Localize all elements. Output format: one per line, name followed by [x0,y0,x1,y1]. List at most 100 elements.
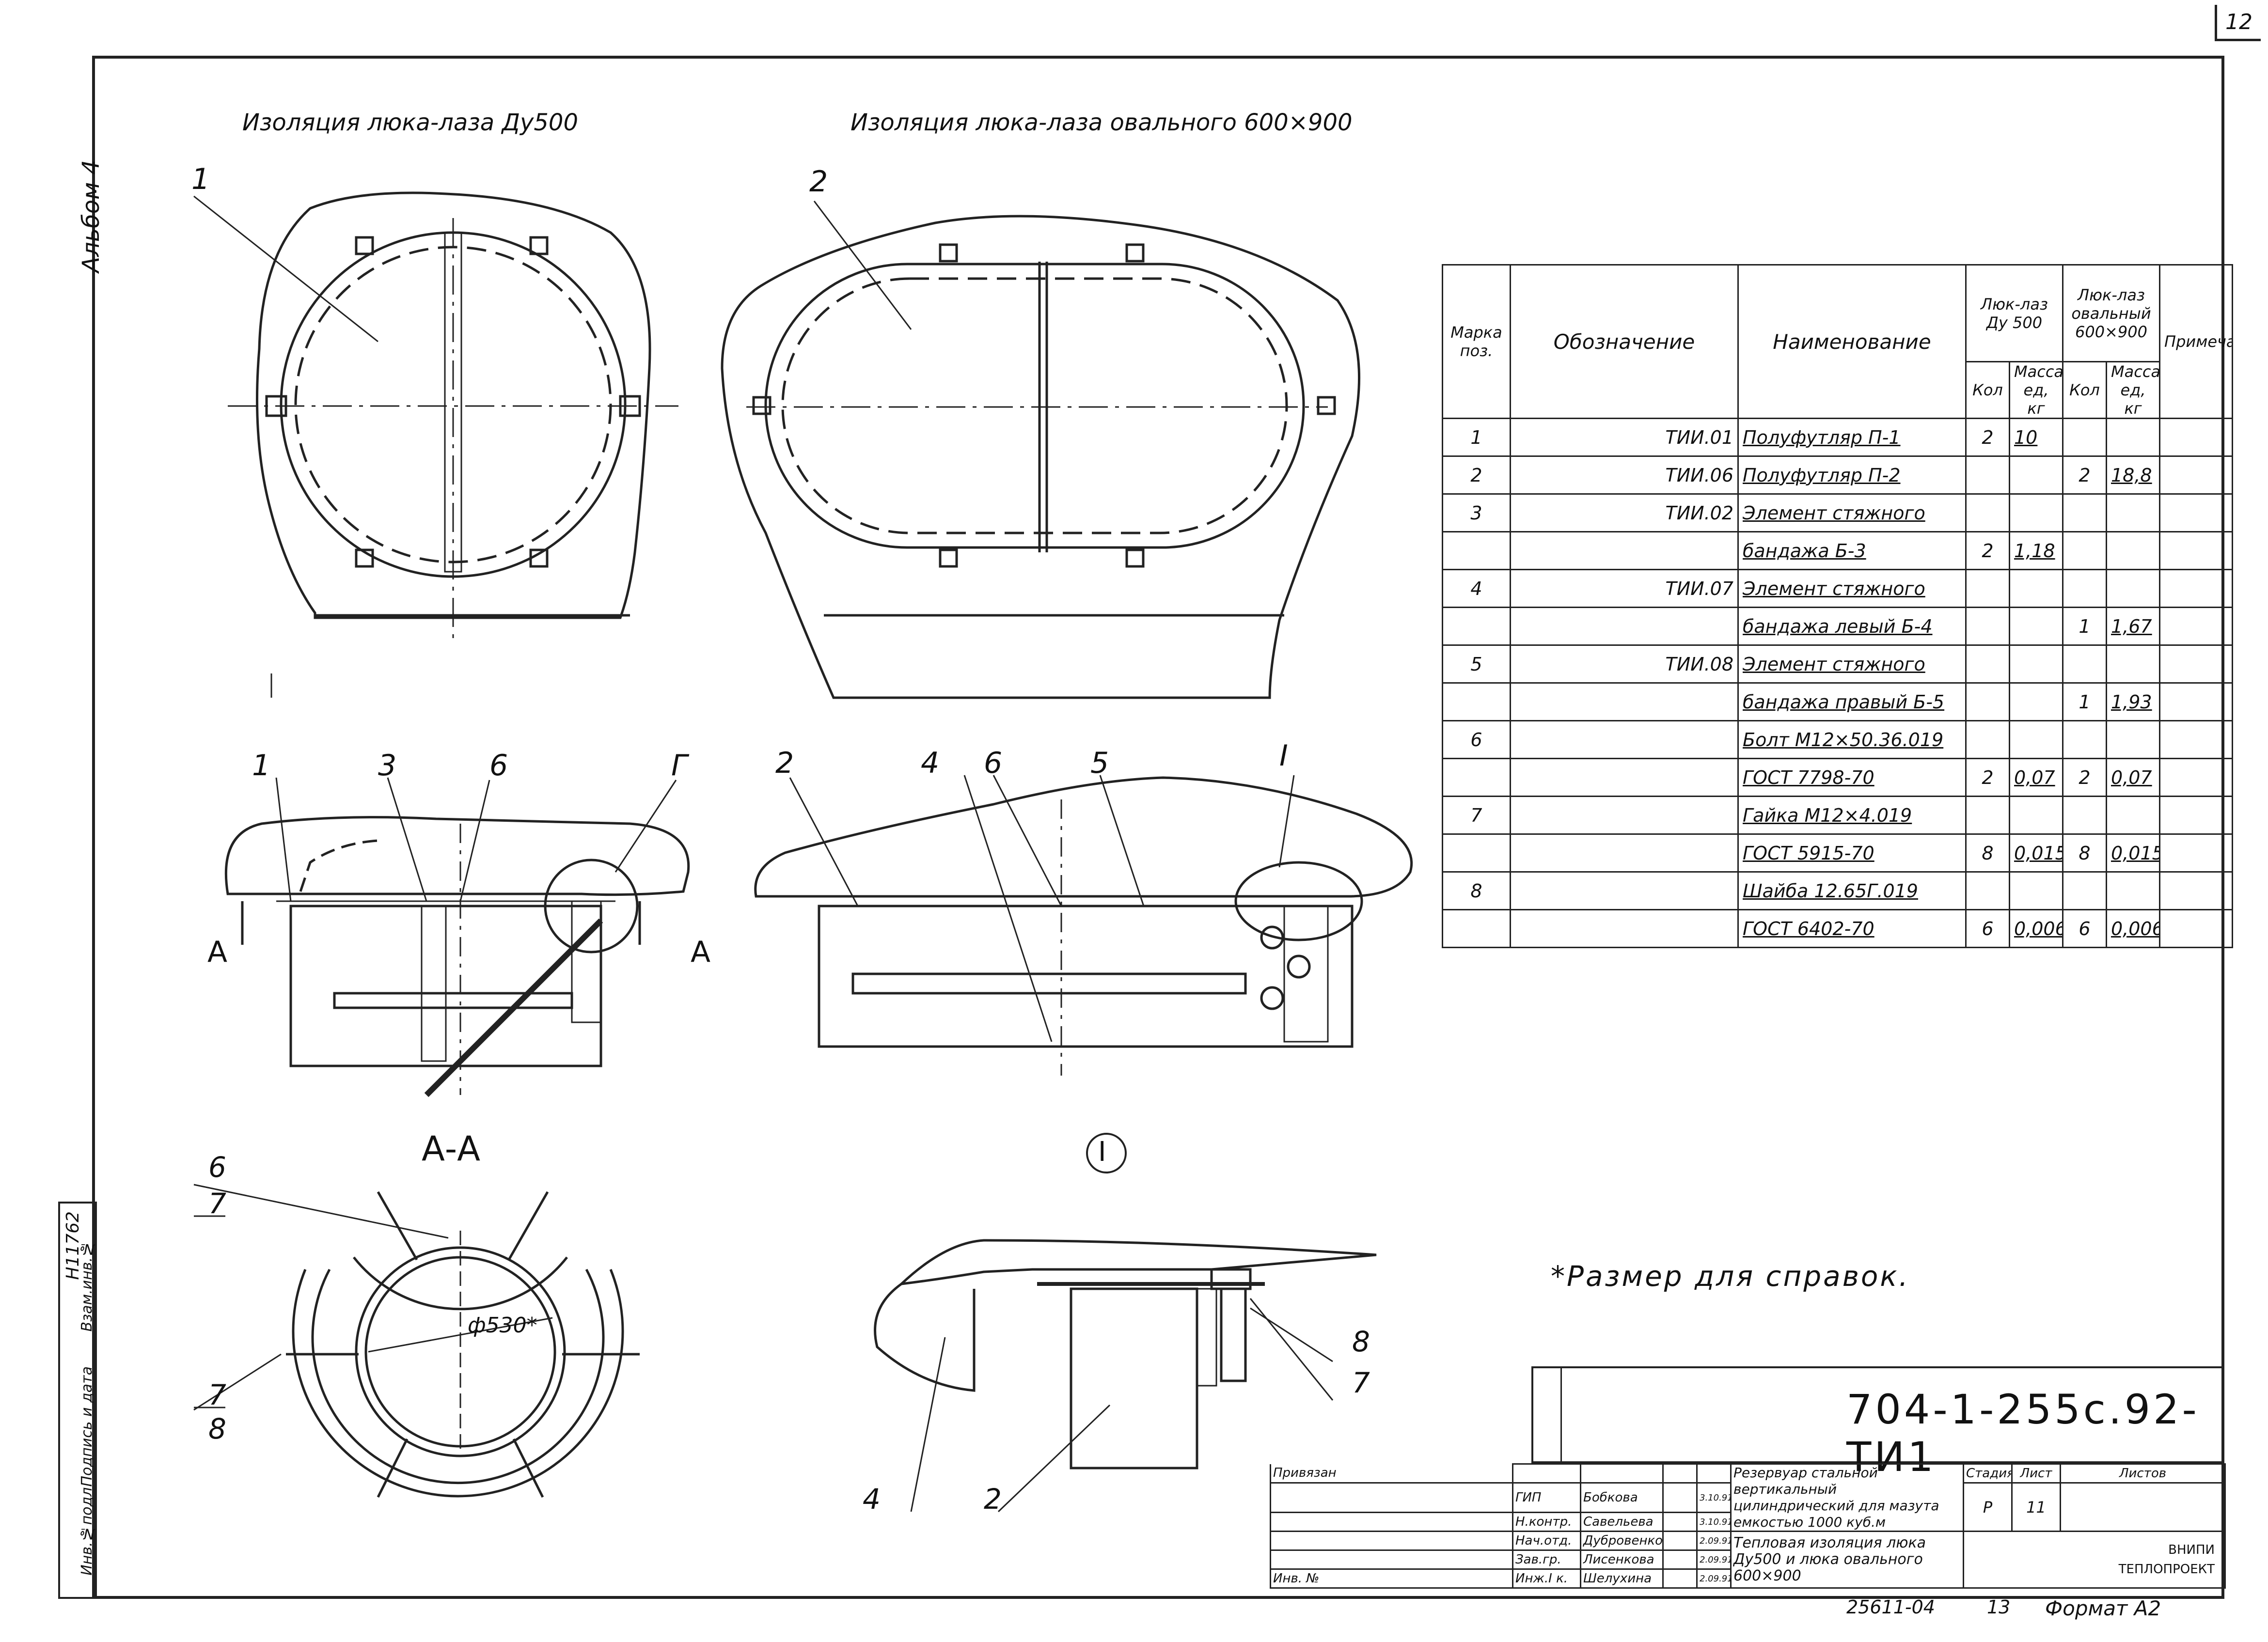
callout-6-oval: 6 [984,746,1003,780]
spec-cell-name: Болт М12×50.36.019 [1737,720,1967,759]
spec-cell-qty1: 8 [1965,833,2010,873]
round-hatch-section [224,777,690,1097]
col-header-mass1: Масса ед, кг [2009,361,2063,419]
detail-i-mark: I [1098,1136,1106,1168]
title-oval-hatch: Изоляция люка-лаза овального 600×900 [850,109,1353,136]
spec-cell-qty2 [2062,531,2107,570]
role-2: Нач.отд. [1512,1531,1581,1551]
spec-cell-qty1: 2 [1965,418,2010,457]
spec-cell-mark [1442,758,1511,797]
spec-cell-qty2: 6 [2062,909,2107,948]
sheets-header: Листов [2060,1463,2226,1484]
callout-d-8: 8 [1352,1325,1370,1358]
col-header-mark: Марка поз. [1442,264,1511,419]
spec-cell-note [2159,720,2234,759]
project-name: Резервуар стальной вертикальный цилиндри… [1730,1463,1964,1532]
callout-aa-6: 6 [208,1151,226,1184]
spec-cell-designation [1510,909,1739,948]
section-mark-a-left: А [207,935,228,969]
side-stamp-strip [58,1202,97,1599]
stage-header: Стадия [1963,1463,2013,1484]
date-0: 3.10.91 [1696,1482,1732,1513]
date-4: 2.09.91 [1696,1568,1732,1589]
spec-cell-mass1: 1,18 [2009,531,2063,570]
spec-cell-name: бандажа правый Б-5 [1737,682,1967,721]
callout-3: 3 [378,749,397,782]
spec-cell-designation: ТИИ.01 [1510,418,1739,457]
spec-cell-designation [1510,833,1739,873]
spec-cell-mark: 1 [1442,418,1511,457]
date-3: 2.09.91 [1696,1549,1732,1570]
sheet-value: 11 [2011,1482,2061,1532]
spec-cell-mass1: 0,006 [2009,909,2063,948]
spec-cell-qty2 [2062,796,2107,835]
spec-cell-qty1: 2 [1965,531,2010,570]
role-0: ГИП [1512,1482,1581,1513]
spec-cell-mass1: 0,07 [2009,758,2063,797]
spec-cell-mark: 6 [1442,720,1511,759]
reference-note: *Размер для справок. [1551,1260,1910,1293]
spec-cell-name: Полуфутляр П-1 [1737,418,1967,457]
callout-aa-7b: 7 [208,1378,226,1411]
col-header-qty2: Кол [2062,361,2107,419]
spec-cell-note [2159,871,2234,910]
callout-5: 5 [1090,746,1109,780]
spec-cell-mark [1442,909,1511,948]
callout-4: 4 [921,746,940,780]
col-header-mass2: Масса ед, кг [2105,361,2161,419]
section-a-a [193,1184,640,1498]
spec-cell-mass2: 0,07 [2105,758,2161,797]
spec-cell-mark [1442,607,1511,646]
spec-cell-qty2 [2062,493,2107,532]
callout-aa-8: 8 [208,1412,226,1445]
spec-cell-mark [1442,833,1511,873]
spec-cell-mass2: 1,67 [2105,607,2161,646]
spec-cell-mass1 [2009,493,2063,532]
title-round-hatch: Изоляция люка-лаза Ду500 [242,109,578,136]
spec-cell-mark: 8 [1442,871,1511,910]
spec-cell-mass2 [2105,531,2161,570]
col-header-group1: Люк-лаз Ду 500 [1965,264,2063,362]
footer-sheet-index: 13 [1987,1596,2011,1618]
spec-cell-designation [1510,796,1739,835]
spec-cell-qty2 [2062,418,2107,457]
spec-cell-qty1: 2 [1965,758,2010,797]
spec-cell-qty1: 6 [1965,909,2010,948]
callout-1: 1 [191,162,210,196]
spec-cell-mass1 [2009,682,2063,721]
detail-i [874,1133,1377,1513]
spec-cell-note [2159,455,2234,495]
spec-cell-mass2 [2105,418,2161,457]
spec-cell-name: Гайка М12×4.019 [1737,796,1967,835]
spec-cell-name: Элемент стяжного [1737,644,1967,684]
spec-cell-mass1 [2009,455,2063,495]
org-line-2: ТЕПЛОПРОЕКТ [2118,1562,2215,1577]
callout-d-4: 4 [863,1483,881,1516]
spec-cell-mark: 5 [1442,644,1511,684]
spec-cell-mass1 [2009,871,2063,910]
spec-cell-mass2 [2105,493,2161,532]
spec-cell-name: бандажа Б-3 [1737,531,1967,570]
spec-cell-qty1 [1965,871,2010,910]
section-a-a-title: А-А [422,1129,481,1169]
format-label: Формат А2 [2045,1596,2161,1620]
spec-cell-note [2159,682,2234,721]
spec-cell-designation: ТИИ.06 [1510,455,1739,495]
spec-cell-qty2 [2062,644,2107,684]
footer-archive-number: 25611-04 [1846,1596,1935,1618]
spec-cell-qty2 [2062,720,2107,759]
spec-cell-mass2 [2105,871,2161,910]
org-line-1: ВНИПИ [2168,1543,2215,1557]
spec-cell-qty2: 1 [2062,607,2107,646]
col-header-group2: Люк-лаз овальный 600×900 [2062,264,2161,362]
callout-gamma: Г [671,749,688,782]
